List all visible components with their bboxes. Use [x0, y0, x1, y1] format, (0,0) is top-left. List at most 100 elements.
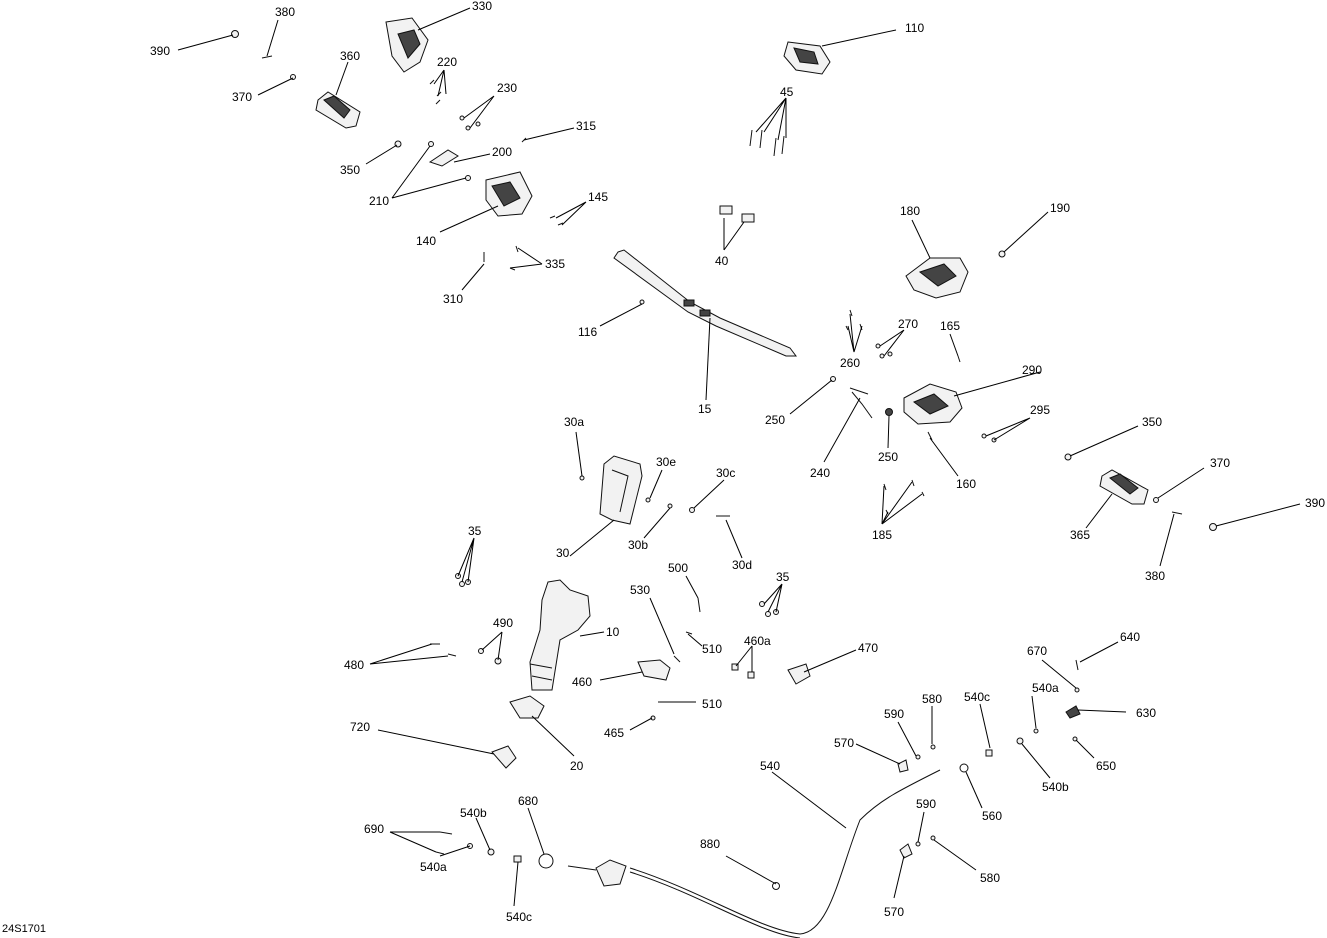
callout-720: 720 — [350, 720, 370, 734]
hand-guard-left — [385, 17, 429, 73]
callout-380: 380 — [275, 5, 295, 19]
callout-350-r: 350 — [1142, 415, 1162, 429]
callout-35-a: 35 — [468, 524, 482, 538]
callout-45: 45 — [780, 85, 794, 99]
nut-460a-2 — [747, 671, 755, 679]
callout-510-b: 510 — [702, 697, 722, 711]
callout-240: 240 — [810, 466, 830, 480]
callout-690: 690 — [364, 822, 384, 836]
callout-230: 230 — [497, 81, 517, 95]
washer-370 — [1153, 497, 1159, 503]
callout-350: 350 — [340, 163, 360, 177]
callout-190: 190 — [1050, 201, 1070, 215]
washer-350 — [1064, 453, 1072, 461]
hand-guard-right — [905, 257, 969, 299]
callout-465: 465 — [604, 726, 624, 740]
throttle-housing — [783, 41, 831, 75]
callout-590-a: 590 — [884, 707, 904, 721]
callout-590-b: 590 — [916, 797, 936, 811]
callout-540b-l: 540b — [460, 806, 487, 820]
callout-35-b: 35 — [776, 570, 790, 584]
callout-490: 490 — [493, 616, 513, 630]
diagram-code: 24S1701 — [2, 923, 46, 935]
callout-290: 290 — [1022, 363, 1042, 377]
clamps-40 — [719, 205, 755, 223]
callout-500: 500 — [668, 561, 688, 575]
column-cover-upper — [599, 455, 643, 525]
callout-30c: 30c — [716, 466, 735, 480]
callout-295: 295 — [1030, 403, 1050, 417]
nut-460a-1 — [731, 663, 739, 671]
throttle-cable — [567, 769, 941, 938]
callout-250-b: 250 — [878, 450, 898, 464]
bolt-190 — [998, 250, 1006, 258]
callout-390: 390 — [150, 44, 170, 58]
callout-20: 20 — [570, 759, 584, 773]
callout-370-r: 370 — [1210, 456, 1230, 470]
callout-15: 15 — [698, 402, 712, 416]
callout-250-a: 250 — [765, 413, 785, 427]
callout-460a: 460a — [744, 634, 771, 648]
callout-40: 40 — [715, 254, 729, 268]
callout-540c-r: 540c — [964, 690, 990, 704]
callout-110: 110 — [905, 21, 924, 35]
part-470 — [787, 663, 811, 685]
callout-510-a: 510 — [702, 642, 722, 656]
callout-200: 200 — [492, 145, 512, 159]
callout-540b-r: 540b — [1042, 780, 1069, 794]
callout-10: 10 — [606, 625, 620, 639]
callout-30e: 30e — [656, 455, 676, 469]
switch-housing-right — [903, 383, 963, 425]
switch-housing-left — [485, 171, 533, 217]
small-fasteners-center — [430, 299, 997, 721]
callout-365: 365 — [1070, 528, 1090, 542]
nut-250 — [885, 408, 893, 416]
callout-570-b: 570 — [884, 905, 904, 919]
callout-330: 330 — [472, 0, 492, 13]
callout-880: 880 — [700, 837, 720, 851]
grip-right — [1099, 469, 1149, 505]
callout-640: 640 — [1120, 630, 1140, 644]
part-720 — [491, 745, 517, 769]
callout-30a: 30a — [564, 415, 584, 429]
steering-column — [529, 579, 591, 691]
callout-260: 260 — [840, 356, 860, 370]
callout-180: 180 — [900, 204, 920, 218]
end-plug-390 — [1209, 523, 1217, 531]
handlebar — [613, 249, 797, 357]
callout-540a-r: 540a — [1032, 681, 1059, 695]
callout-630: 630 — [1136, 706, 1156, 720]
grip-left — [315, 91, 361, 129]
callout-270: 270 — [898, 317, 918, 331]
bracket-460 — [637, 659, 671, 681]
lever-right — [849, 387, 873, 419]
base-ring — [509, 695, 545, 719]
callout-670: 670 — [1027, 644, 1047, 658]
callout-560: 560 — [982, 809, 1002, 823]
callout-470: 470 — [858, 641, 878, 655]
callout-160: 160 — [956, 477, 976, 491]
callout-580-a: 580 — [922, 692, 942, 706]
callout-360: 360 — [340, 49, 360, 63]
bolts-45 — [749, 129, 785, 157]
callout-210: 210 — [369, 194, 389, 208]
callout-310: 310 — [443, 292, 463, 306]
callout-540: 540 — [760, 759, 780, 773]
callout-30d: 30d — [732, 558, 752, 572]
callout-570-a: 570 — [834, 736, 854, 750]
callout-165: 165 — [940, 319, 960, 333]
callout-540c-l: 540c — [506, 910, 532, 924]
callout-680: 680 — [518, 794, 538, 808]
callout-335: 335 — [545, 257, 565, 271]
cable-end-parts — [435, 659, 1081, 890]
callout-380-r: 380 — [1145, 569, 1165, 583]
callout-580-b: 580 — [980, 871, 1000, 885]
callout-370: 370 — [232, 90, 252, 104]
callout-480: 480 — [344, 658, 364, 672]
brake-lever-left — [428, 149, 459, 167]
callout-30b: 30b — [628, 538, 648, 552]
callout-540a-l: 540a — [420, 860, 447, 874]
bolt-380 — [1171, 511, 1183, 515]
